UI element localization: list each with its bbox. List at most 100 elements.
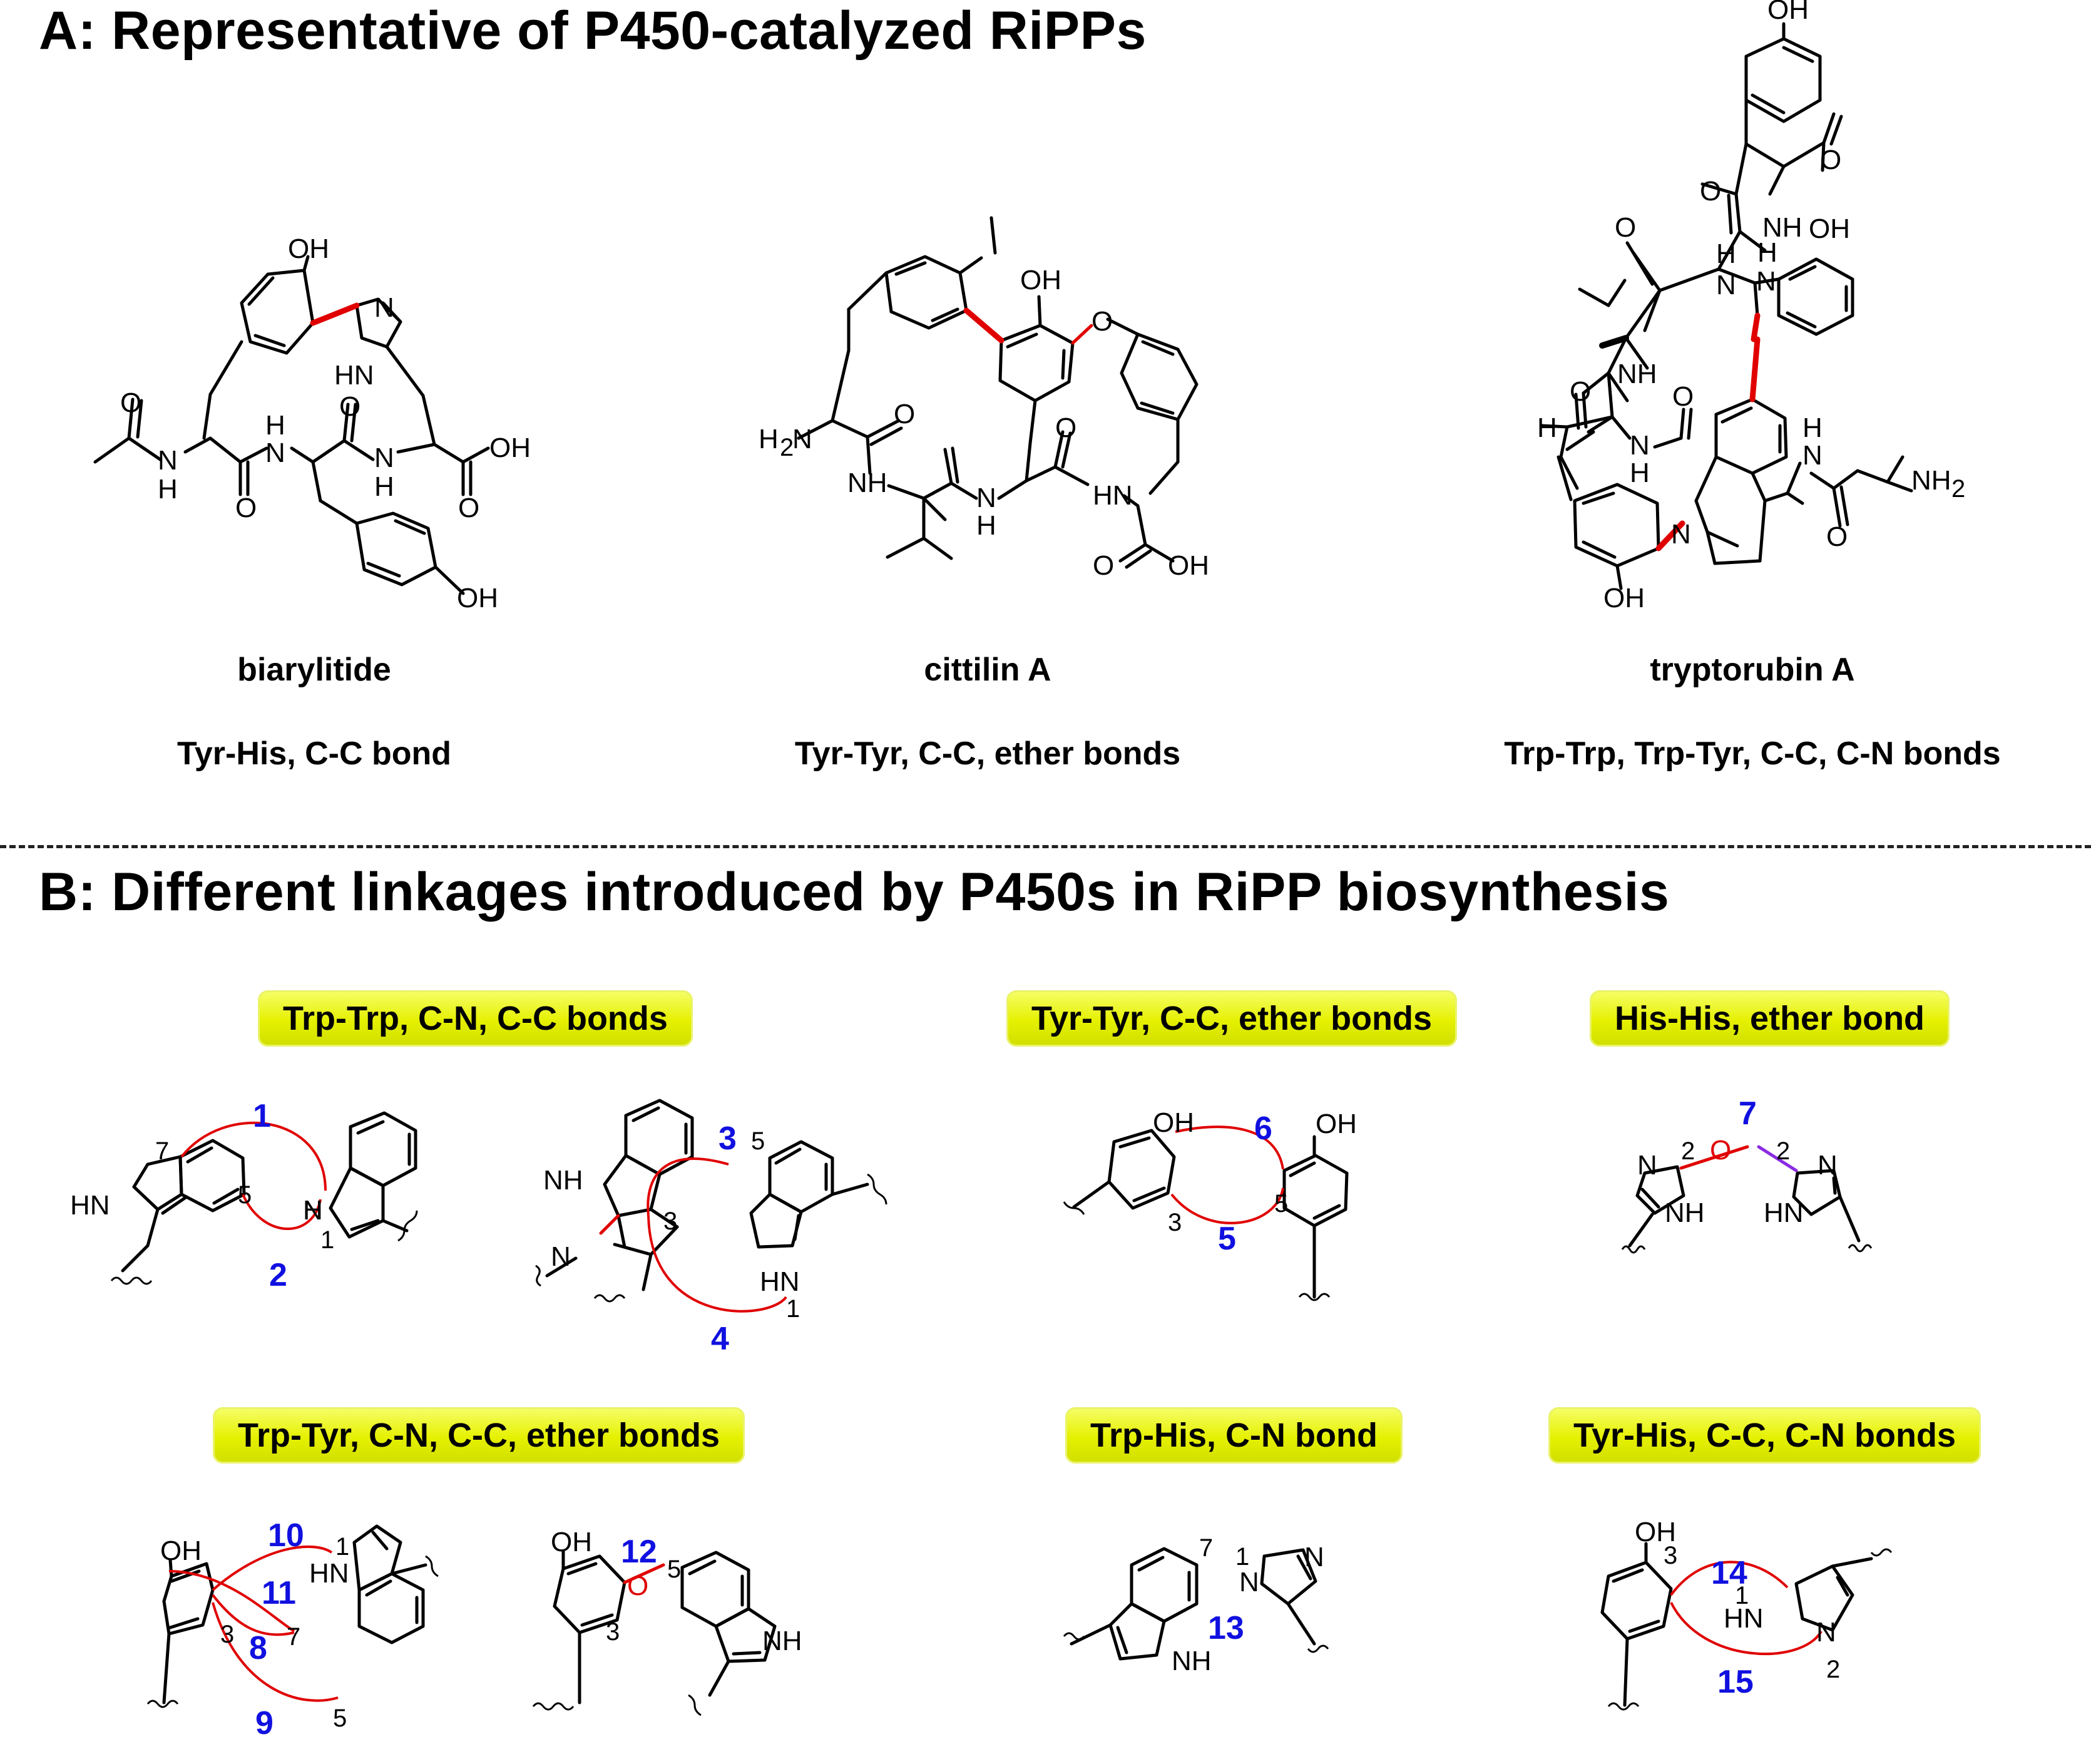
svg-text:N: N — [792, 424, 812, 454]
svg-text:HN: HN — [1724, 1603, 1764, 1634]
svg-text:10: 10 — [268, 1517, 304, 1554]
position-numbers: 7 5 1 5 3 1 3 5 2 2 1 3 7 5 3 5 7 1 3 1 … — [155, 1127, 1840, 1732]
svg-text:HN: HN — [70, 1190, 110, 1221]
structure-trp-tyr-2 — [553, 1549, 777, 1705]
svg-text:OH: OH — [1316, 1109, 1357, 1139]
svg-text:5: 5 — [1218, 1221, 1236, 1257]
svg-text:N: N — [1817, 1150, 1838, 1181]
svg-text:1: 1 — [786, 1295, 800, 1323]
svg-text:1: 1 — [1735, 1582, 1749, 1609]
structure-biarylitide — [93, 255, 490, 595]
svg-text:3: 3 — [1664, 1542, 1677, 1569]
svg-text:OH: OH — [1809, 213, 1850, 244]
svg-text:OH: OH — [1603, 583, 1645, 613]
svg-text:N: N — [1630, 430, 1650, 461]
svg-text:7: 7 — [287, 1623, 300, 1651]
svg-text:1: 1 — [1235, 1543, 1249, 1571]
svg-text:N: N — [303, 1195, 323, 1226]
svg-text:N: N — [1239, 1567, 1259, 1597]
svg-text:2: 2 — [1681, 1137, 1695, 1165]
svg-text:O: O — [1826, 521, 1848, 552]
svg-text:N: N — [1637, 1150, 1657, 1181]
svg-text:NH: NH — [847, 468, 887, 498]
svg-text:H: H — [976, 510, 996, 541]
svg-text:12: 12 — [621, 1534, 657, 1570]
svg-text:NH: NH — [1172, 1646, 1212, 1676]
svg-text:H: H — [303, 1195, 323, 1226]
svg-text:O: O — [235, 493, 257, 523]
svg-text:O: O — [1055, 413, 1076, 443]
svg-text:1: 1 — [335, 1533, 349, 1561]
badge-trp-trp: Trp-Trp, C-N, C-C bonds — [258, 990, 693, 1047]
svg-text:7: 7 — [1199, 1534, 1213, 1562]
svg-text:N: N — [1756, 266, 1776, 297]
svg-text:N: N — [1802, 440, 1823, 471]
svg-text:HN: HN — [760, 1266, 800, 1297]
svg-text:4: 4 — [711, 1321, 729, 1357]
svg-text:HN: HN — [1093, 480, 1133, 511]
svg-text:2: 2 — [269, 1257, 287, 1293]
svg-text:N: N — [551, 1241, 571, 1272]
svg-text:NH: NH — [543, 1165, 583, 1196]
svg-text:N: N — [1304, 1542, 1324, 1572]
svg-text:O: O — [1820, 145, 1841, 175]
svg-text:N: N — [374, 443, 394, 473]
svg-text:HN: HN — [1764, 1197, 1804, 1228]
svg-text:OH: OH — [288, 233, 329, 264]
svg-text:H: H — [158, 474, 178, 505]
compound-name-cittilin-a: cittilin A — [924, 652, 1051, 688]
svg-text:5: 5 — [751, 1127, 765, 1155]
svg-text:O: O — [1570, 376, 1591, 407]
svg-text:3: 3 — [220, 1621, 234, 1648]
svg-text:H: H — [374, 471, 394, 502]
svg-text:2: 2 — [1826, 1656, 1840, 1683]
structure-his-his — [1628, 1145, 1861, 1248]
badge-trp-tyr: Trp-Tyr, C-N, C-C, ether bonds — [213, 1407, 745, 1464]
svg-text:OH: OH — [1020, 265, 1061, 295]
svg-text:H: H — [1716, 238, 1736, 269]
wavy-attachment-marks — [110, 1173, 1893, 1716]
svg-text:6: 6 — [1254, 1110, 1272, 1147]
badge-tyr-tyr: Tyr-Tyr, C-C, ether bonds — [1006, 990, 1458, 1047]
structure-tyr-his — [1600, 1542, 1873, 1707]
svg-text:O: O — [1093, 550, 1114, 581]
svg-text:5: 5 — [333, 1705, 347, 1732]
svg-text:9: 9 — [255, 1705, 274, 1741]
svg-text:5: 5 — [238, 1181, 252, 1209]
svg-text:N: N — [158, 445, 178, 476]
svg-text:O: O — [1700, 176, 1721, 207]
svg-text:H: H — [1757, 237, 1777, 268]
svg-text:8: 8 — [249, 1630, 267, 1666]
svg-text:N: N — [374, 292, 394, 323]
structure-cittilin-a — [797, 216, 1199, 569]
svg-text:OH: OH — [1153, 1107, 1194, 1138]
svg-text:HN: HN — [309, 1558, 349, 1589]
section-divider — [0, 845, 2091, 848]
structure-tryptorubin-a — [1540, 22, 1913, 590]
svg-text:3: 3 — [663, 1208, 677, 1235]
svg-text:3: 3 — [1168, 1209, 1182, 1236]
compound-desc-tryptorubin-a: Trp-Trp, Trp-Tyr, C-C, C-N bonds — [1504, 736, 2001, 772]
linkage-curves — [168, 1121, 1823, 1702]
svg-text:N: N — [265, 438, 285, 468]
svg-text:O: O — [339, 391, 360, 422]
svg-text:13: 13 — [1208, 1610, 1244, 1646]
svg-text:O: O — [1092, 306, 1113, 337]
svg-text:5: 5 — [1274, 1190, 1288, 1218]
svg-text:HN: HN — [334, 360, 374, 391]
structure-trp-trp — [121, 1099, 869, 1291]
svg-text:H: H — [1537, 413, 1557, 443]
svg-text:15: 15 — [1717, 1664, 1754, 1700]
atom-labels: OH N HN O N H O H N O N H O OH OH OH O H… — [70, 0, 1965, 1676]
svg-text:2: 2 — [1951, 475, 1965, 503]
structure-trp-his — [1070, 1547, 1317, 1661]
svg-text:N: N — [1716, 270, 1736, 300]
svg-text:1: 1 — [320, 1226, 334, 1254]
svg-text:3: 3 — [606, 1618, 620, 1646]
svg-text:OH: OH — [457, 583, 498, 613]
svg-text:H: H — [1802, 413, 1823, 443]
badge-tyr-his: Tyr-His, C-C, C-N bonds — [1548, 1407, 1981, 1464]
svg-text:OH: OH — [489, 433, 531, 463]
svg-text:2: 2 — [780, 434, 794, 461]
svg-text:7: 7 — [155, 1137, 169, 1165]
